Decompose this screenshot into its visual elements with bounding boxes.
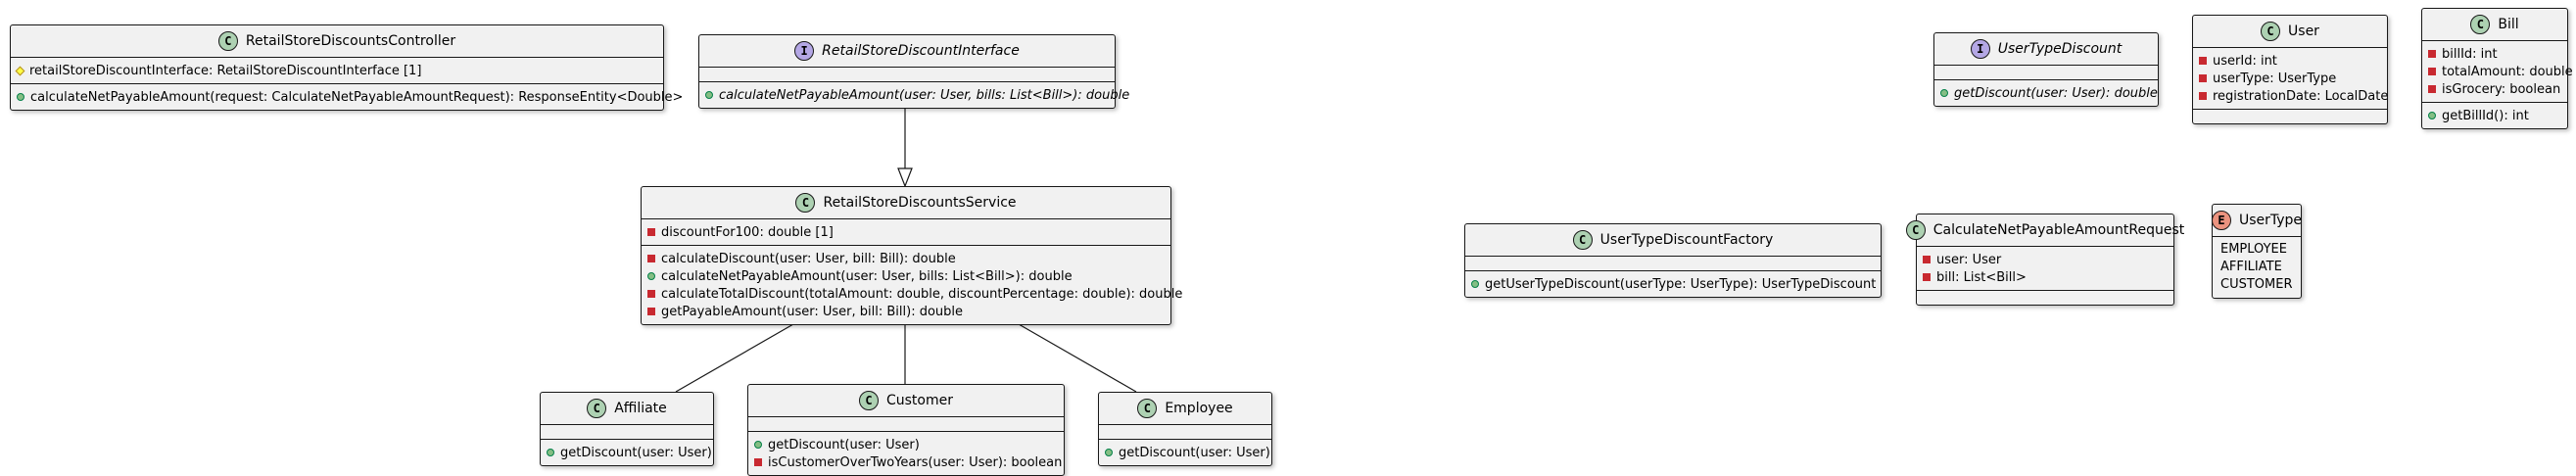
protected-visibility-icon bbox=[15, 66, 25, 75]
private-visibility-icon bbox=[2428, 85, 2436, 93]
enum-literal: EMPLOYEE bbox=[2220, 242, 2287, 257]
class-bill[interactable]: C Bill billId: int totalAmount: double is… bbox=[2421, 8, 2573, 129]
private-visibility-icon bbox=[2428, 68, 2436, 75]
class-icon: C bbox=[217, 31, 238, 51]
class-name: RetailStoreDiscountsController bbox=[245, 33, 456, 49]
class-user[interactable]: C User userId: int userType: UserType reg… bbox=[2192, 15, 2388, 124]
private-visibility-icon bbox=[2428, 50, 2436, 58]
class-retail-store-discounts-controller[interactable]: C RetailStoreDiscountsController retailSt… bbox=[10, 24, 683, 111]
class-name: Employee bbox=[1165, 401, 1233, 416]
field-row: retailStoreDiscountInterface: RetailStor… bbox=[11, 62, 663, 79]
class-icon: C bbox=[587, 399, 607, 418]
public-visibility-icon bbox=[17, 93, 24, 101]
private-visibility-icon bbox=[1923, 273, 1931, 281]
class-customer[interactable]: C Customer getDiscount(user: User) isCust… bbox=[747, 384, 1065, 476]
method-row: getDiscount(user: User) bbox=[541, 444, 713, 461]
interface-icon: I bbox=[1970, 39, 1990, 59]
method-row: calculateTotalDiscount(totalAmount: doub… bbox=[642, 285, 1182, 303]
class-retail-store-discounts-service[interactable]: C RetailStoreDiscountsService discountFor… bbox=[641, 186, 1182, 325]
public-visibility-icon bbox=[1105, 449, 1113, 456]
enum-literal: CUSTOMER bbox=[2220, 277, 2293, 292]
public-visibility-icon bbox=[705, 91, 713, 99]
method-row: calculateNetPayableAmount(user: User, bi… bbox=[699, 86, 1129, 104]
private-visibility-icon bbox=[647, 290, 655, 298]
association-affiliate bbox=[675, 323, 794, 393]
method-row: getBillId(): int bbox=[2422, 107, 2567, 124]
method-row: getDiscount(user: User) bbox=[1099, 444, 1271, 461]
field-row: bill: List<Bill> bbox=[1917, 268, 2173, 286]
method-row: getUserTypeDiscount(userType: UserType):… bbox=[1465, 275, 1881, 293]
method-row: calculateNetPayableAmount(request: Calcu… bbox=[11, 88, 683, 106]
field-row: isGrocery: boolean bbox=[2422, 80, 2567, 98]
class-affiliate[interactable]: C Affiliate getDiscount(user: User) bbox=[540, 392, 714, 466]
class-name: Bill bbox=[2498, 17, 2519, 32]
private-visibility-icon bbox=[2199, 57, 2207, 65]
method-row: isCustomerOverTwoYears(user: User): bool… bbox=[748, 453, 1064, 471]
field-row: userId: int bbox=[2193, 52, 2387, 70]
class-name: Customer bbox=[885, 393, 953, 408]
class-calculate-net-payable-amount-request[interactable]: C CalculateNetPayableAmountRequest user: … bbox=[1905, 214, 2184, 306]
private-visibility-icon bbox=[754, 458, 762, 466]
class-employee[interactable]: C Employee getDiscount(user: User) bbox=[1098, 392, 1272, 466]
method-row: calculateDiscount(user: User, bill: Bill… bbox=[642, 250, 1170, 267]
method-row: getDiscount(user: User): double bbox=[1934, 84, 2158, 102]
method-row: calculateNetPayableAmount(user: User, bi… bbox=[642, 267, 1170, 285]
class-user-type-discount-factory[interactable]: C UserTypeDiscountFactory getUserTypeDisc… bbox=[1464, 223, 1882, 298]
enum-icon: E bbox=[2211, 211, 2231, 230]
interface-icon: I bbox=[794, 41, 815, 61]
field-row: totalAmount: double bbox=[2422, 63, 2573, 80]
public-visibility-icon bbox=[1940, 89, 1948, 97]
interface-name: UserTypeDiscount bbox=[1997, 41, 2123, 57]
interface-user-type-discount[interactable]: I UserTypeDiscount getDiscount(user: User… bbox=[1933, 32, 2159, 107]
class-name: RetailStoreDiscountsService bbox=[823, 195, 1017, 211]
class-name: User bbox=[2288, 24, 2319, 39]
private-visibility-icon bbox=[647, 228, 655, 236]
private-visibility-icon bbox=[2199, 74, 2207, 82]
interface-name: RetailStoreDiscountInterface bbox=[822, 43, 1020, 59]
private-visibility-icon bbox=[647, 255, 655, 262]
method-row: getPayableAmount(user: User, bill: Bill)… bbox=[642, 303, 1170, 320]
field-row: discountFor100: double [1] bbox=[642, 223, 1170, 241]
class-icon: C bbox=[1905, 220, 1926, 240]
field-row: user: User bbox=[1917, 251, 2173, 268]
enum-name: UserType bbox=[2238, 213, 2303, 228]
class-name: UserTypeDiscountFactory bbox=[1599, 232, 1774, 248]
class-icon: C bbox=[2261, 22, 2281, 41]
private-visibility-icon bbox=[1923, 256, 1931, 263]
interface-retail-store-discount-interface[interactable]: I RetailStoreDiscountInterface calculateN… bbox=[698, 34, 1129, 109]
class-icon: C bbox=[795, 193, 816, 213]
class-icon: C bbox=[858, 391, 879, 410]
field-row: registrationDate: LocalDate bbox=[2193, 87, 2388, 105]
field-row: userType: UserType bbox=[2193, 70, 2387, 87]
class-icon: C bbox=[1137, 399, 1158, 418]
class-name: CalculateNetPayableAmountRequest bbox=[1932, 222, 2185, 238]
enum-literal: AFFILIATE bbox=[2220, 260, 2282, 274]
method-row: getDiscount(user: User) bbox=[748, 436, 1064, 453]
public-visibility-icon bbox=[547, 449, 554, 456]
public-visibility-icon bbox=[2428, 112, 2436, 119]
class-icon: C bbox=[2470, 15, 2491, 34]
public-visibility-icon bbox=[647, 272, 655, 280]
field-row: billId: int bbox=[2422, 45, 2567, 63]
realization-arrowhead bbox=[897, 167, 913, 188]
private-visibility-icon bbox=[2199, 92, 2207, 100]
class-icon: C bbox=[1572, 230, 1593, 250]
class-name: Affiliate bbox=[614, 401, 667, 416]
public-visibility-icon bbox=[754, 441, 762, 449]
association-employee bbox=[1018, 323, 1137, 393]
private-visibility-icon bbox=[647, 308, 655, 315]
enum-user-type[interactable]: E UserType EMPLOYEE AFFILIATE CUSTOMER bbox=[2211, 204, 2303, 299]
public-visibility-icon bbox=[1471, 280, 1479, 288]
